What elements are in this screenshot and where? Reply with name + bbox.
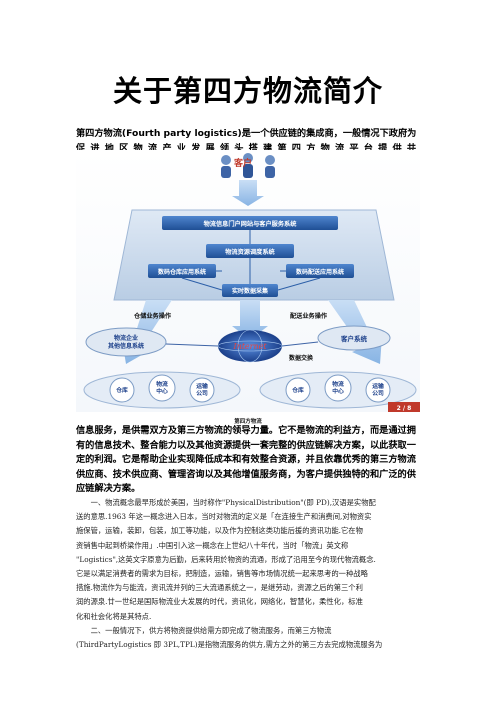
- portal-box: [162, 216, 338, 230]
- body-text-line: 润的源泉.廿一世纪是国际物流业大发展的时代，资讯化，网络化，智慧化，柔性化，标准: [76, 597, 363, 607]
- internet-arrow-icon: [232, 300, 268, 340]
- customer-label: 客户: [233, 157, 252, 169]
- platform-connectors: [181, 230, 321, 291]
- data-exchange-label: 数据交换: [289, 354, 314, 362]
- body-text-line: 施保管，运输，装卸，包装，加工等功能，以及作为控制这类功能后援的资讯功能.它在物: [76, 526, 363, 536]
- page-badge-label: 2 / 8: [397, 405, 412, 412]
- distribution-app-label: 数码配送应用系统: [296, 268, 344, 276]
- fourth-party-logistics-diagram: 客户 物流信息门户网站与客户服务系统 物流资源调度系统 数码仓库应用系统 数码配…: [76, 150, 420, 412]
- warehouse-app-label: 数码仓库应用系统: [158, 268, 206, 276]
- body-text-line: 二、一般情况下，供方将物资提供给需方即完成了物流服务，而第三方物流: [76, 625, 332, 635]
- diagram-caption: 第四方物流: [234, 419, 262, 425]
- body-text-line: (ThirdPartyLogistics 即 3PL,TPL)是指物流服务的供方…: [76, 640, 383, 650]
- body-text-line: 措施.物流作为与能流，资讯流并列的三大流通系统之一，是继劳动，资源之后的第三个利: [76, 583, 363, 593]
- customer-figures-icon: [221, 153, 275, 178]
- body-text-line: "Logistics",这英文字原意为后勤，后来转用於物资的流通，形成了沿用至今…: [76, 554, 376, 564]
- intro-line: 第四方物流(Fourth party logistics)是一个供应链的集成商，…: [76, 128, 417, 139]
- warehouse-app-box: [148, 264, 216, 278]
- body-text-line: 送的意思.1963 年这一概念进入日本，当时对物流的定义是「在连接生产和消费间,…: [76, 512, 372, 522]
- storage-ops-label: 仓储业务操作: [133, 312, 172, 320]
- arrow-down-icon: [232, 180, 264, 206]
- right-transport-label: 运输公司: [372, 382, 384, 397]
- delivery-ops-label: 配送业务操作: [290, 312, 328, 320]
- bold-paragraph: 信息服务，是供需双方及第三方物流的领导力量。它不是物流的利益方，而是通过拥有的信…: [76, 424, 420, 497]
- bold-paragraph-line: 供应商、技术供应商、管理咨询以及其他增值服务商，为客户提供独特的和广泛的供: [76, 468, 416, 480]
- internet-label: Internet: [232, 342, 267, 351]
- right-center-label: 物流中心: [332, 380, 344, 395]
- body-text-line: 化和社会化将是其特点.: [76, 611, 152, 621]
- enterprise-ellipse: [85, 327, 167, 357]
- enterprise-label: 物流企业其他信息系统: [108, 334, 144, 350]
- left-transport-label: 运输公司: [196, 382, 208, 397]
- page-title: 关于第四方物流简介: [112, 74, 383, 108]
- right-warehouse-label: 仓库: [291, 386, 304, 394]
- realtime-box: [222, 284, 278, 297]
- body-text-line: 它是以满足消费者的需求为目标，把制造，运输，销售等市场情况统一起来思考的一种战略: [76, 569, 368, 579]
- realtime-label: 实时数据采集: [232, 287, 269, 295]
- body-text-line: 一、物流概念最早形成於美国，当时称作"PhysicalDistribution"…: [76, 498, 376, 507]
- customer-system-ellipse: [317, 325, 391, 351]
- intro-line: 促进地区物流产业发展领头搭建第四方物流平台提供共享及发布: [76, 143, 420, 154]
- bold-paragraph-line: 定的利润。它是帮助企业实现降低成本和有效整合资源，并且依靠优秀的第三方物流: [76, 454, 416, 466]
- customer-system-label: 客户系统: [340, 334, 368, 343]
- bold-paragraph-line: 有的信息技术、整合能力以及其他资源提供一套完整的供应链解决方案，以此获取一: [76, 439, 416, 451]
- body-text: 一、物流概念最早形成於美国，当时称作"PhysicalDistribution"…: [76, 496, 420, 652]
- body-text-line: 资销售中起到桥梁作用」.中国引入这一概念在上世纪八十年代，当时「物流」英文称: [76, 540, 349, 550]
- left-center-label: 物流中心: [156, 380, 168, 395]
- distribution-app-box: [286, 264, 354, 278]
- page-badge: [388, 402, 420, 412]
- dispatch-label: 物流资源调度系统: [225, 248, 275, 256]
- intro-paragraph: 第四方物流(Fourth party logistics)是一个供应链的集成商，…: [76, 126, 420, 156]
- portal-label: 物流信息门户网站与客户服务系统: [204, 220, 298, 228]
- bold-paragraph-line: 应链解决方案。: [76, 483, 141, 495]
- dispatch-box: [206, 244, 294, 258]
- data-exchange-lines: [165, 341, 319, 347]
- diagram-svg: 客户 物流信息门户网站与客户服务系统 物流资源调度系统 数码仓库应用系统 数码配…: [83, 153, 420, 412]
- left-warehouse-label: 仓库: [115, 386, 128, 394]
- bold-paragraph-line: 信息服务，是供需双方及第三方物流的领导力量。它不是物流的利益方，而是通过拥: [76, 425, 416, 436]
- internet-globe-icon: [218, 330, 282, 362]
